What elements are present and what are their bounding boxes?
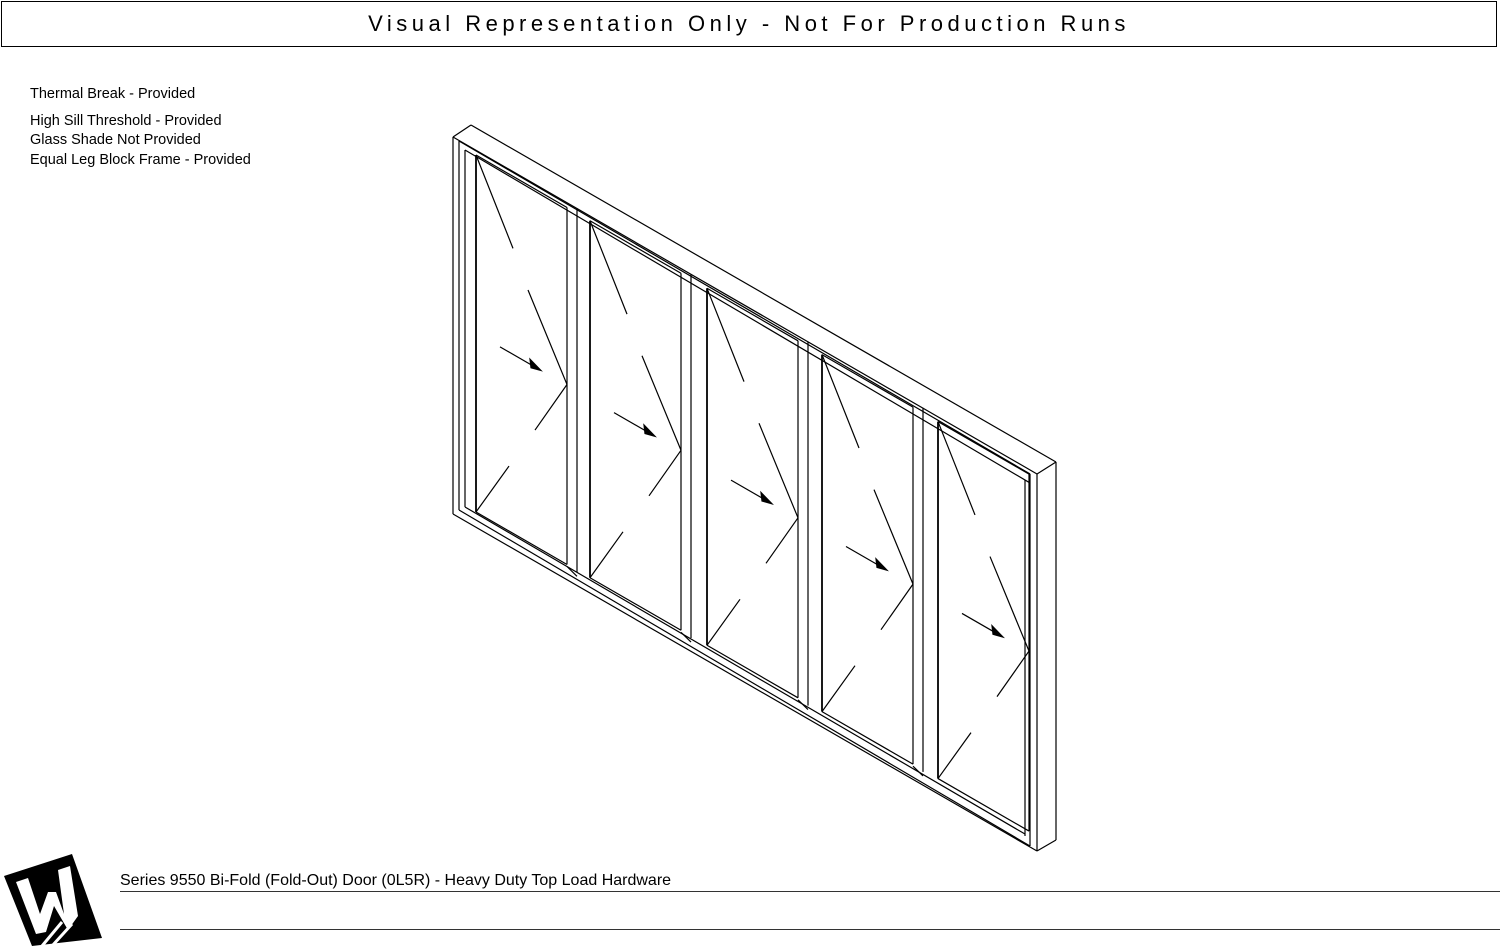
disclaimer-text: Visual Representation Only - Not For Pro…: [368, 11, 1130, 36]
frame-top-back-edge: [470, 124, 1057, 463]
swing-line: [765, 517, 799, 564]
swing-line: [880, 583, 914, 631]
panel-bottom-edge: [937, 778, 1030, 832]
frame-top-right-edge: [1036, 461, 1057, 475]
frame-top-front-edge: [452, 136, 1038, 475]
swing-line: [475, 154, 514, 249]
swing-line: [937, 732, 972, 779]
fold-arrow-head-icon: [875, 557, 889, 572]
door-panel-3: [706, 287, 809, 710]
note-glass-shade: Glass Shade Not Provided: [30, 132, 201, 148]
fold-arrow-head-icon: [760, 490, 774, 505]
w-logo-icon: [4, 854, 102, 948]
door-frame: [452, 124, 1057, 852]
note-frame: Equal Leg Block Frame - Provided: [30, 152, 251, 168]
swing-line: [589, 220, 628, 315]
swing-line: [821, 354, 860, 449]
swing-line: [873, 489, 914, 585]
frame-bottom-right-edge: [1036, 839, 1057, 852]
frame-top-left-edge: [452, 124, 472, 138]
swing-line: [758, 423, 799, 519]
door-panel-4: [821, 354, 924, 777]
swing-line: [475, 465, 510, 513]
panel-top-edge: [475, 154, 568, 209]
panel-bottom-edge: [475, 511, 568, 566]
stile-bottom: [566, 566, 578, 577]
panel-bottom-edge: [706, 644, 799, 699]
door-panels: [475, 154, 1030, 832]
swing-line: [641, 355, 682, 451]
panel-top-edge: [706, 287, 799, 342]
swing-line: [821, 665, 856, 712]
frame-head-stop: [464, 149, 1031, 484]
door-panel-5: [937, 421, 1030, 832]
title-block-rule: [120, 929, 1500, 930]
swing-line: [534, 384, 568, 431]
frame-bottom-front-edge: [452, 513, 1038, 852]
panel-top-edge: [821, 354, 914, 408]
swing-line: [937, 421, 976, 516]
frame-sill-inner: [458, 509, 1031, 847]
stile-bottom: [912, 765, 924, 777]
swing-line: [996, 650, 1030, 697]
swing-line: [527, 289, 568, 385]
fold-arrow-head-icon: [991, 624, 1005, 639]
drawing-title: Series 9550 Bi-Fold (Fold-Out) Door (0L5…: [120, 872, 672, 889]
door-panel-1: [475, 154, 578, 577]
panel-bottom-edge: [589, 577, 682, 631]
frame-sill-stop: [464, 506, 1026, 835]
swing-line: [589, 531, 624, 579]
swing-line: [989, 556, 1030, 652]
note-threshold: High Sill Threshold - Provided: [30, 113, 222, 129]
note-thermal-break: Thermal Break - Provided: [30, 86, 196, 102]
swing-line: [706, 288, 745, 382]
fold-arrow-head-icon: [643, 423, 657, 438]
disclaimer-banner: Visual Representation Only - Not For Pro…: [1, 1, 1497, 47]
swing-line: [648, 449, 682, 497]
company-logo: [2, 852, 102, 951]
door-panel-2: [589, 220, 692, 643]
frame-head-inner: [458, 140, 1031, 475]
stile-bottom: [797, 699, 809, 710]
panel-top-edge: [589, 220, 682, 274]
panel-top-edge: [937, 421, 1030, 475]
fold-arrow-head-icon: [529, 357, 543, 372]
swing-line: [706, 598, 741, 646]
stile-bottom: [680, 631, 692, 643]
panel-bottom-edge: [821, 711, 914, 765]
title-underline: [120, 891, 1500, 892]
